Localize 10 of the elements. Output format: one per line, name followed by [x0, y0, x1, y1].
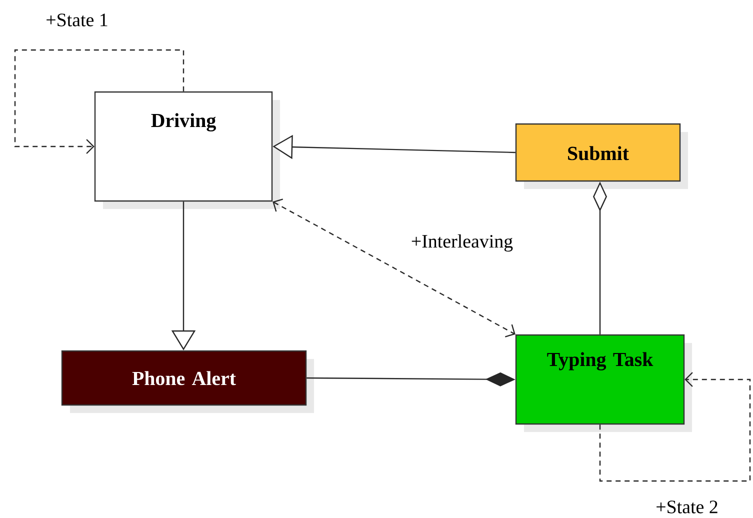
arrow	[599, 372, 751, 482]
edge-label: +State 1	[44, 12, 110, 28]
edge-label: +Interleaving	[410, 233, 514, 253]
class-box: Driving	[94, 91, 273, 202]
edge-label: +State 2	[654, 500, 720, 514]
arrow	[14, 49, 184, 154]
arrow	[272, 198, 516, 338]
class-box: Typing Task	[515, 334, 685, 425]
class-box: Submit	[515, 123, 681, 182]
class-box: Phone Alert	[61, 350, 307, 406]
